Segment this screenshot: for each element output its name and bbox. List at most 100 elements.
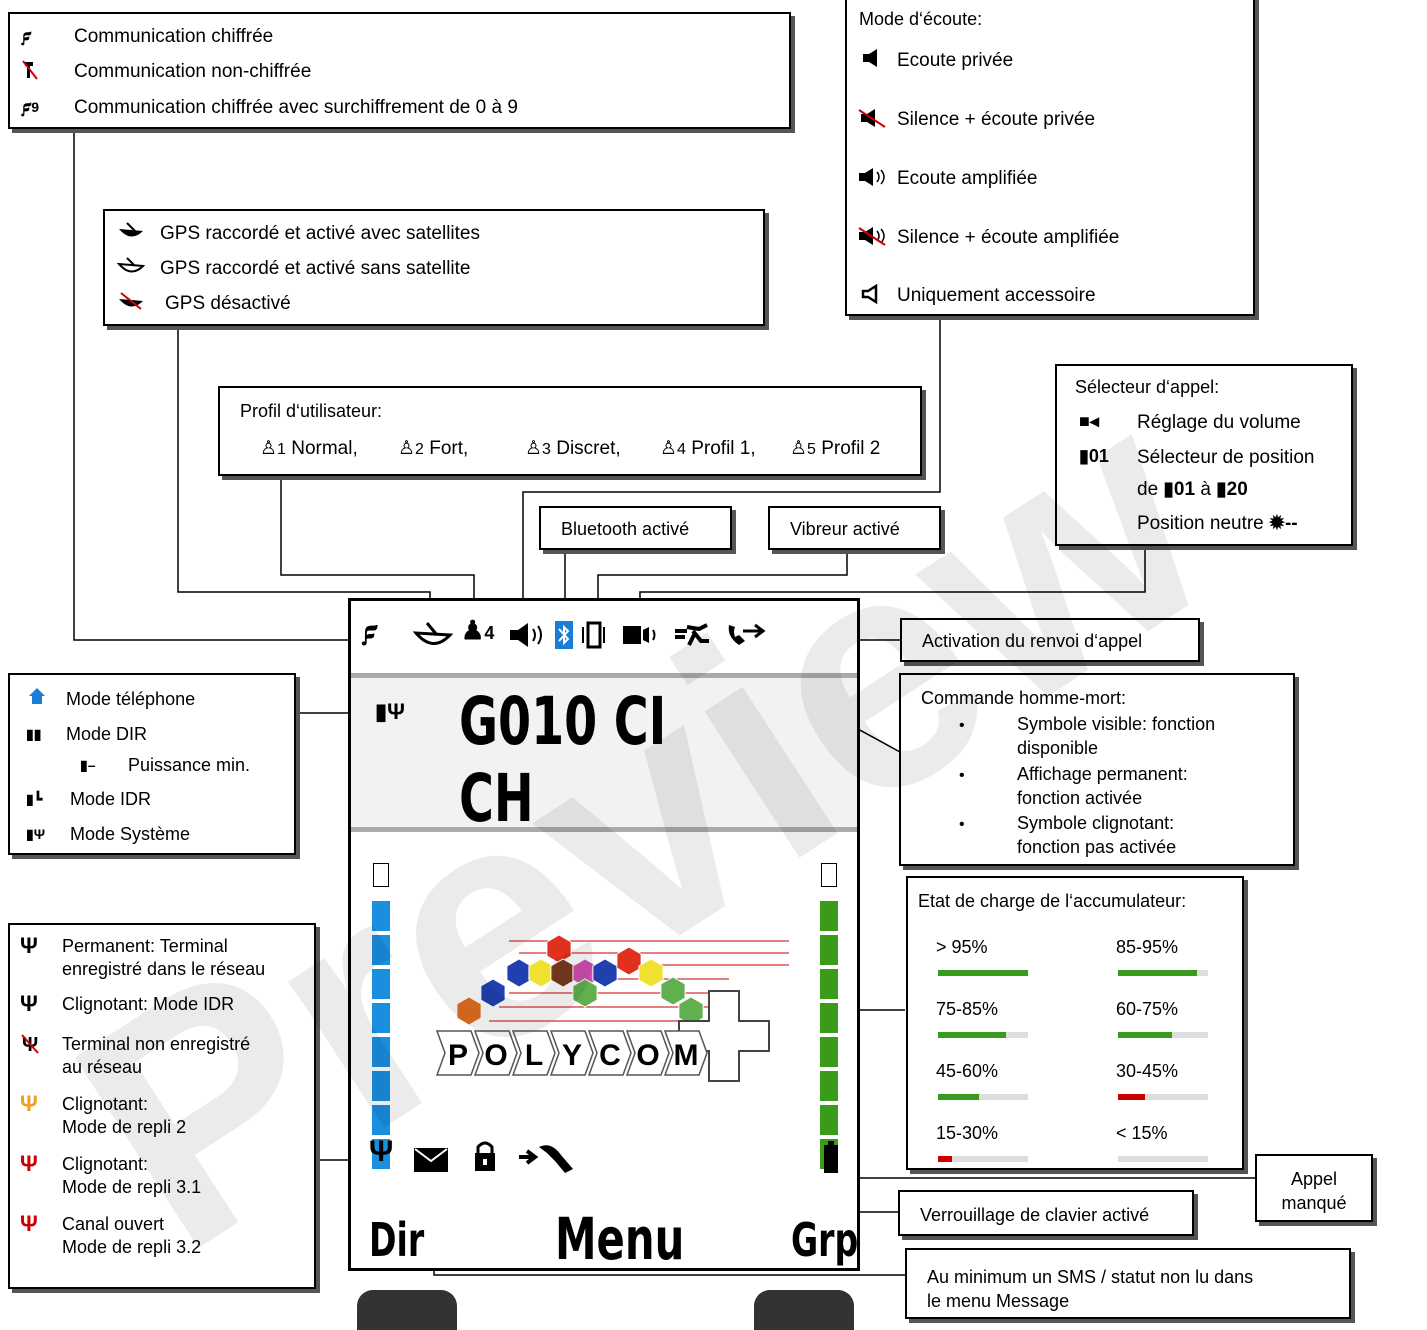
antenna-legend-text: Permanent: Terminal xyxy=(62,936,228,956)
antenna-legend-text: Mode de repli 2 xyxy=(62,1117,187,1137)
min-power-icon: ▮– xyxy=(80,757,96,773)
speaker-muted-icon xyxy=(857,107,887,134)
mode-label-1: Mode téléphone xyxy=(66,689,196,709)
battery-level-gauge xyxy=(938,970,1028,976)
call-forward-label: Activation du renvoi d‘appel xyxy=(922,631,1143,651)
logo-hexagon xyxy=(638,958,664,988)
status-bar: 𝟋 ♟4 xyxy=(363,616,843,654)
right-hardware-key[interactable] xyxy=(754,1290,854,1330)
level-bar-segment xyxy=(820,1105,838,1135)
level-bar-segment xyxy=(820,901,838,931)
level-bar-segment xyxy=(820,969,838,999)
battery-level-label: > 95% xyxy=(936,937,988,957)
encryption-label-1: Communication chiffrée xyxy=(74,26,274,47)
missed-call-l2: manqué xyxy=(1281,1193,1347,1213)
call-forward-callout: Activation du renvoi d‘appel xyxy=(900,618,1200,662)
logo-letter: C xyxy=(599,1039,621,1072)
call-selector-legend: Sélecteur d‘appel: ■◂ Réglage du volume … xyxy=(1055,364,1353,546)
key-icon: 𝟋 xyxy=(22,25,32,45)
dead-man-title: Commande homme-mort: xyxy=(921,688,1127,708)
logo-letter-box xyxy=(587,1030,632,1076)
call-forward-icon xyxy=(725,621,769,654)
logo-letter: L xyxy=(525,1039,543,1072)
envelope-icon xyxy=(413,1147,449,1178)
antenna-crossed-icon: Ψ xyxy=(20,1033,40,1059)
level-bar-segment xyxy=(372,1105,390,1135)
bullet-1: • xyxy=(959,717,965,734)
softkey-right[interactable]: Grp xyxy=(791,1213,859,1267)
battery-title: Etat de charge de l‘accumulateur: xyxy=(918,891,1187,911)
encryption-label-2: Communication non-chiffrée xyxy=(74,61,312,82)
logo-hexagon xyxy=(592,958,618,988)
logo-letter-box xyxy=(625,1030,670,1076)
level-bar-segment xyxy=(372,969,390,999)
antenna-icon: Ψ xyxy=(20,991,38,1016)
modes-legend: Mode téléphone ▮▮ Mode DIR ▮– Puissance … xyxy=(8,673,296,855)
gps-outline-icon xyxy=(412,621,454,654)
battery-level-gauge xyxy=(938,1094,1028,1100)
bullet-2: • xyxy=(959,767,965,784)
listen-label-3: Ecoute amplifiée xyxy=(897,168,1038,189)
level-bar-segment xyxy=(372,1003,390,1033)
dead-man-legend: Commande homme-mort: • Symbole visible: … xyxy=(899,673,1295,866)
logo-hexagon xyxy=(550,958,576,988)
battery-level-gauge xyxy=(1118,1156,1208,1162)
missed-call-callout: Appel manqué xyxy=(1255,1154,1373,1222)
logo-letter-box xyxy=(549,1030,594,1076)
left-hardware-key[interactable] xyxy=(357,1290,457,1330)
logo-hexagon xyxy=(660,976,686,1006)
volume-label: Réglage du volume xyxy=(1137,412,1301,433)
logo-hexagon xyxy=(572,978,598,1008)
sms-l1: Au minimum un SMS / statut non lu dans xyxy=(927,1267,1254,1287)
mode-label-2: Mode DIR xyxy=(66,724,148,744)
vibrate-icon xyxy=(581,621,605,654)
call-selector-title: Sélecteur d‘appel: xyxy=(1075,377,1220,397)
level-bar-segment xyxy=(372,935,390,965)
battery-level-gauge xyxy=(938,1156,1028,1162)
level-bar-segment xyxy=(372,1071,390,1101)
battery-level-label: 15-30% xyxy=(936,1123,999,1143)
speaker-loud-icon xyxy=(508,621,550,654)
logo-hexagon xyxy=(546,934,572,964)
gps-crossed-icon xyxy=(117,291,145,316)
key-crossed-icon xyxy=(22,60,38,85)
keylock-label: Verrouillage de clavier activé xyxy=(920,1205,1150,1225)
bluetooth-label: Bluetooth activé xyxy=(561,519,690,539)
volume-knob-icon xyxy=(621,621,665,654)
logo-letter: P xyxy=(448,1039,468,1072)
main-area xyxy=(351,678,857,828)
battery-level-label: 60-75% xyxy=(1116,999,1179,1019)
key-digit-icon: 𝟋9 xyxy=(22,96,40,116)
dead-man-b3-l2: fonction pas activée xyxy=(1017,837,1177,857)
logo-hexagon xyxy=(456,996,482,1026)
listen-label-5: Uniquement accessoire xyxy=(897,285,1096,306)
level-bar-segment xyxy=(372,901,390,931)
softkey-center[interactable]: Menu xyxy=(555,1205,685,1273)
logo-letter: O xyxy=(636,1039,659,1072)
logo-letter-box xyxy=(473,1030,518,1076)
battery-level-label: 85-95% xyxy=(1116,937,1179,957)
dead-man-b1-l2: disponible xyxy=(1017,738,1099,758)
logo-letter-box xyxy=(663,1030,708,1076)
softkey-left[interactable]: Dir xyxy=(369,1213,425,1267)
battery-level-label: 75-85% xyxy=(936,999,999,1019)
sms-l2: le menu Message xyxy=(927,1291,1070,1311)
speaker-icon xyxy=(861,48,883,73)
antenna-legend-text: Clignotant: xyxy=(62,1094,149,1114)
encryption-legend: 𝟋 Communication chiffrée Communication n… xyxy=(8,12,791,129)
vibrator-callout: Vibreur activé xyxy=(768,506,941,550)
antenna-icon: Ψ xyxy=(20,1151,38,1176)
listen-label-4: Silence + écoute amplifiée xyxy=(897,227,1120,248)
listen-mode-legend: Mode d‘écoute: Ecoute privée Silence + é… xyxy=(845,0,1255,316)
dead-man-b2-l1: Affichage permanent: xyxy=(1017,764,1188,784)
group-name: G010 CI CH xyxy=(459,683,667,837)
battery-level-gauge xyxy=(1118,970,1208,976)
gps-label-3: GPS désactivé xyxy=(165,293,291,314)
antenna-icon: Ψ xyxy=(20,933,38,958)
bluetooth-callout: Bluetooth activé xyxy=(539,506,732,550)
antenna-icon: Ψ xyxy=(369,1135,394,1168)
volume-knob-icon: ■◂ xyxy=(1079,411,1099,431)
